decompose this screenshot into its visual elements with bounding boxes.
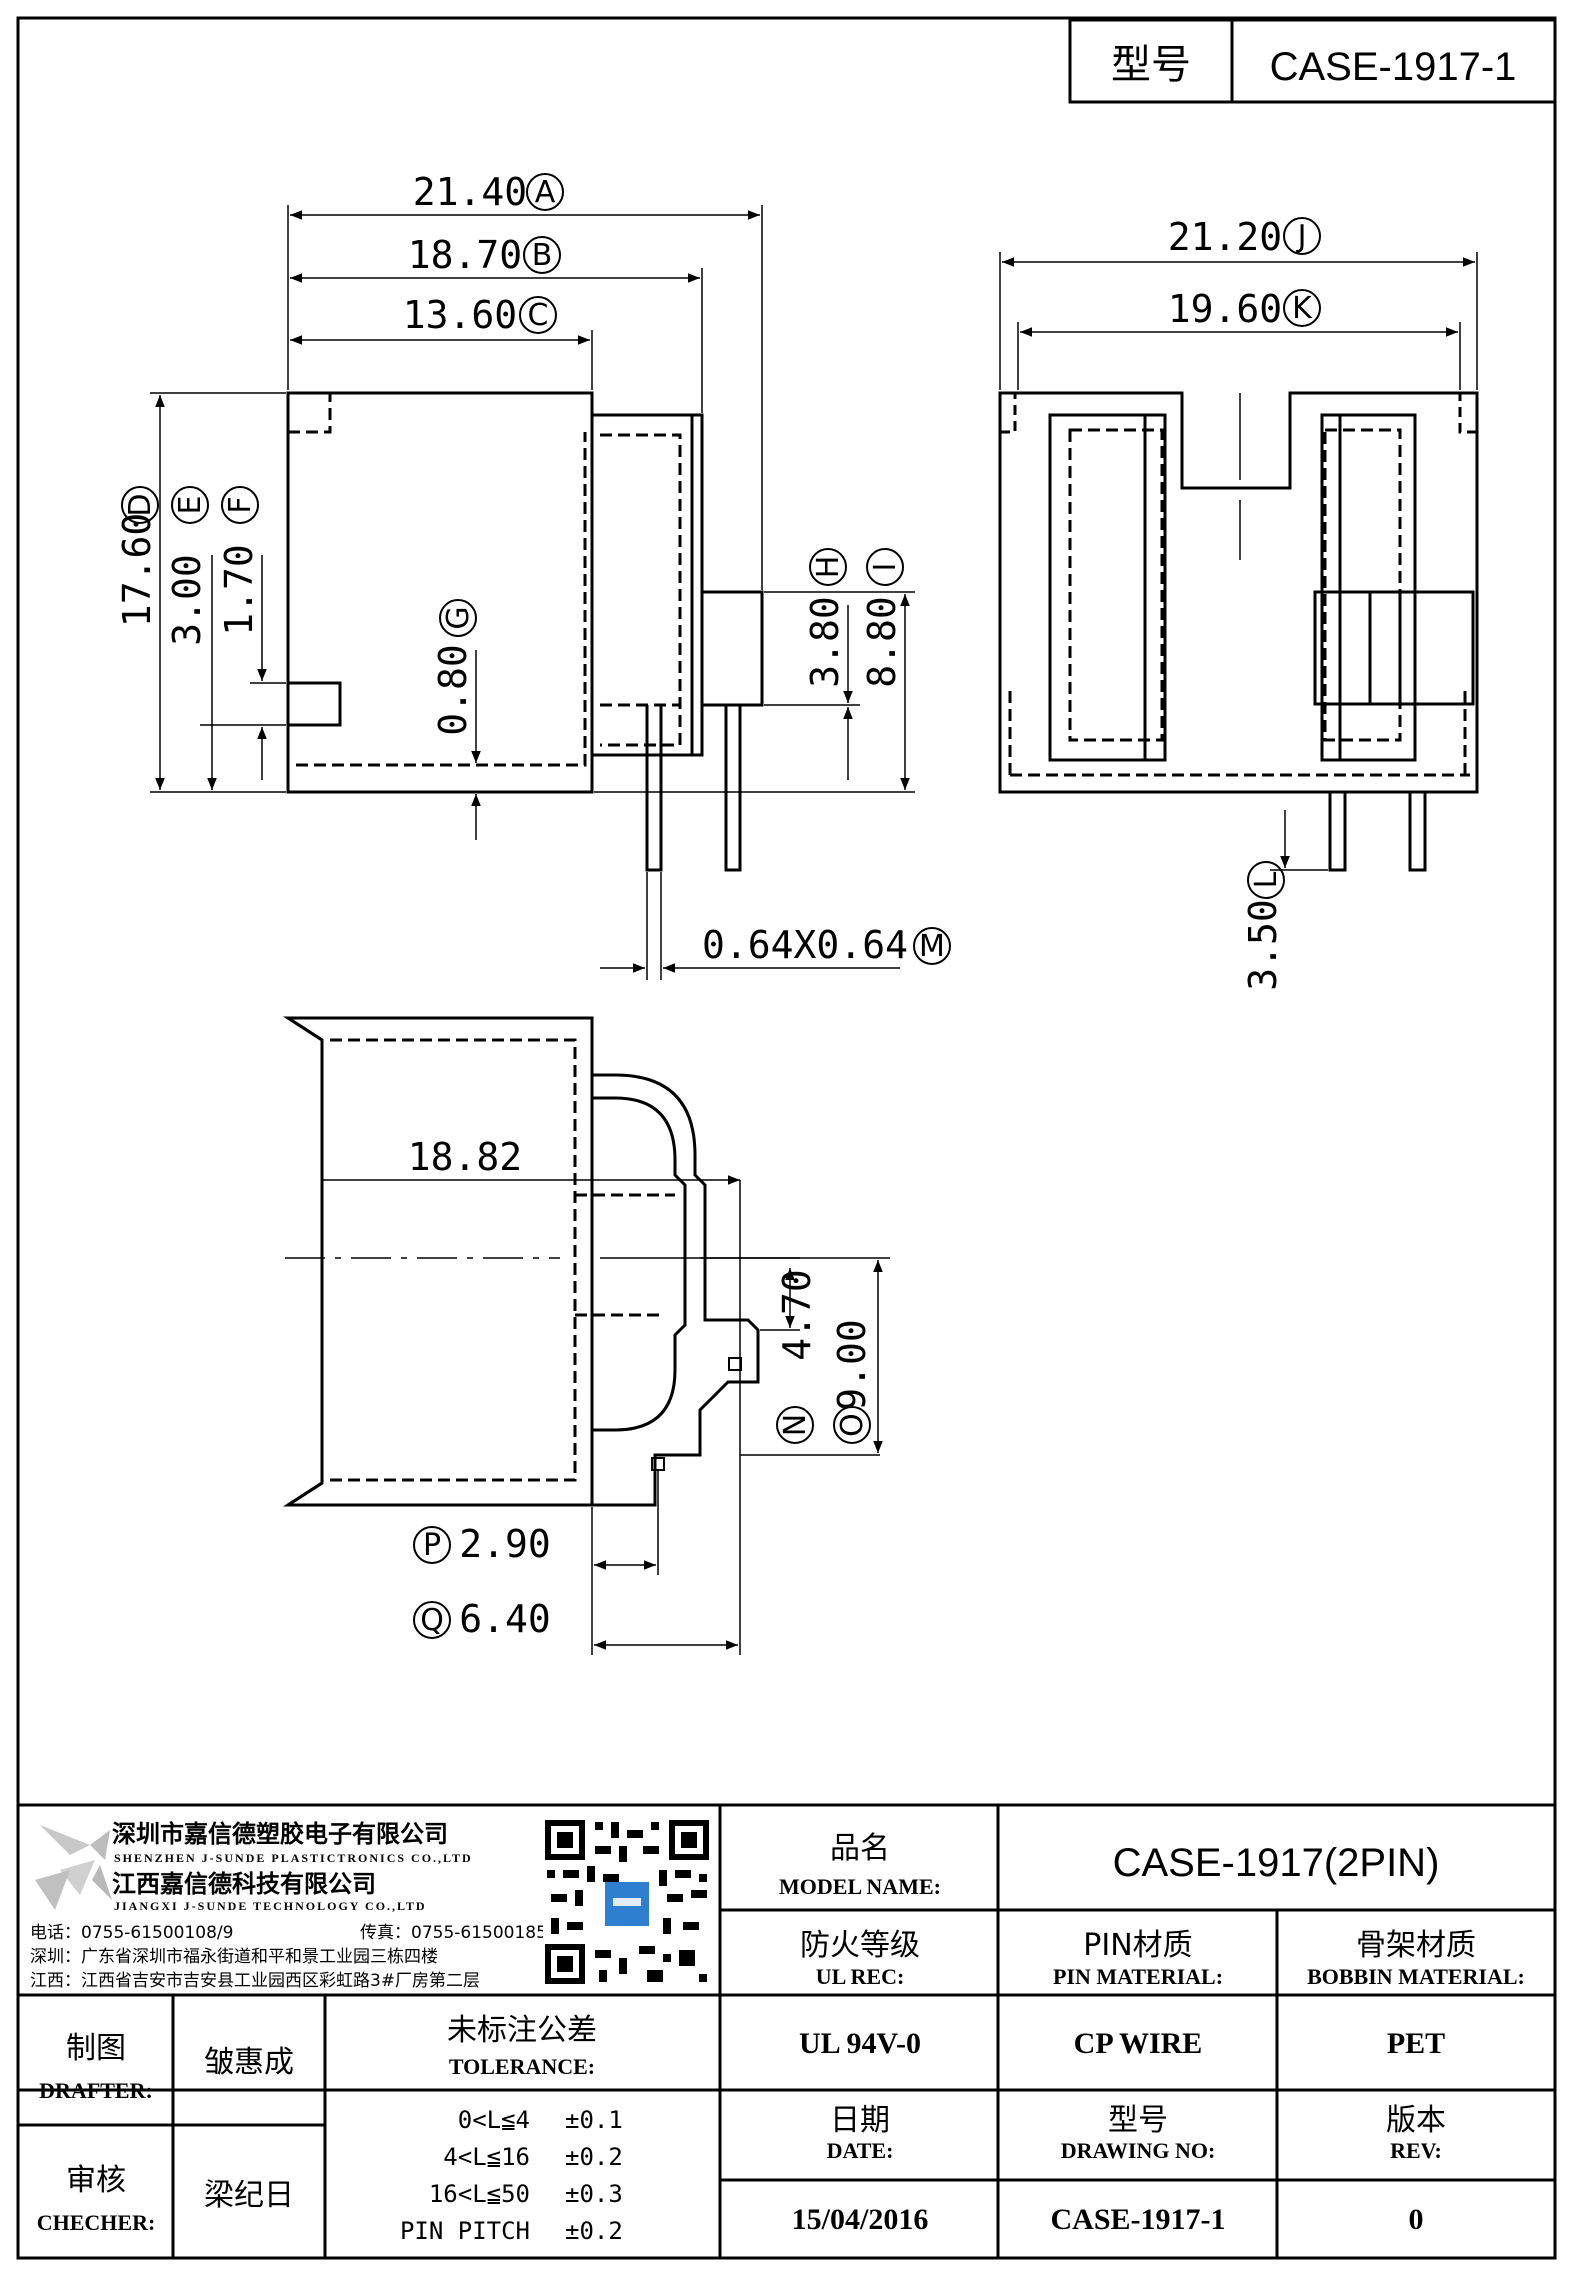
checker-zh: 审核 (66, 2163, 126, 2198)
tolerance-range: 4<L≦16 (443, 2143, 530, 2171)
date-zh: 日期 (830, 2103, 890, 2138)
side-view-labels: 21.20 J 19.60 K L 3.50 (1168, 215, 1321, 991)
dim-k-value: 19.60 (1168, 287, 1282, 331)
bobbin-zh: 骨架材质 (1356, 1928, 1476, 1963)
tolerance-range: PIN PITCH (400, 2217, 530, 2245)
drawing-zh: 型号 (1108, 2103, 1168, 2138)
front-view-dims (150, 205, 915, 980)
company-info: 深圳市嘉信德塑胶电子有限公司 SHENZHEN J-SUNDE PLASTICT… (30, 1820, 547, 1991)
ul-value: UL 94V-0 (799, 2027, 921, 2060)
tolerance-value: ±0.3 (565, 2180, 623, 2208)
pin-value: CP WIRE (1074, 2027, 1203, 2060)
pin-en: PIN MATERIAL: (1053, 1964, 1223, 1989)
dim-g-letter: G (441, 606, 476, 629)
tolerance-value: ±0.1 (565, 2106, 623, 2134)
tolerance-value: ±0.2 (565, 2217, 623, 2245)
dim-f-letter: F (223, 496, 258, 513)
company-tel: 电话：0755-61500108/9 (30, 1923, 233, 1943)
dim-p-value: 2.90 (459, 1522, 551, 1566)
pin-zh: PIN材质 (1083, 1928, 1192, 1963)
dim-f-value: 1.70 (217, 544, 261, 636)
model-name-zh: 品名 (830, 1831, 890, 1866)
dim-d-letter: D (123, 493, 158, 516)
front-view-labels: 21.40 A 18.70 B 13.60 C D E F 17.60 3.00… (115, 170, 951, 967)
qr-code (543, 1818, 711, 1986)
dim-k-letter: K (1292, 291, 1313, 326)
dim-j-letter: J (1296, 219, 1307, 254)
checker-en: CHECHER: (37, 2210, 156, 2235)
company-name-jx-en: JIANGXI J-SUNDE TECHNOLOGY CO.,LTD (114, 1899, 427, 1913)
dim-m-value: 0.64X0.64 (702, 923, 908, 967)
drafter-en: DRAFTER: (39, 2078, 153, 2103)
company-fax: 传真：0755-61500185 (360, 1923, 547, 1943)
side-view (998, 391, 1479, 872)
dim-q-letter: Q (420, 1603, 444, 1638)
dim-o-value: 9.00 (830, 1319, 874, 1411)
bobbin-value: PET (1387, 2027, 1445, 2060)
sheet-border (16, 16, 1557, 2260)
dim-n-letter: N (778, 1414, 813, 1436)
company-addr-sz: 深圳：广东省深圳市福永街道和平和景工业园三栋四楼 (30, 1947, 438, 1967)
header-model: CASE-1917-1 (1270, 45, 1517, 89)
tolerance-range: 16<L≦50 (429, 2180, 530, 2208)
checker-value: 梁纪日 (204, 2178, 294, 2213)
company-name-sz-en: SHENZHEN J-SUNDE PLASTICTRONICS CO.,LTD (114, 1851, 473, 1865)
dim-o-letter: O (835, 1413, 870, 1437)
dim-a-letter: A (535, 175, 556, 210)
drawing-en: DRAWING NO: (1061, 2138, 1216, 2163)
drawing-value: CASE-1917-1 (1050, 2203, 1225, 2236)
dim-unlabeled-value: 18.82 (408, 1135, 522, 1179)
ul-zh: 防火等级 (800, 1928, 920, 1963)
dim-i-value: 8.80 (860, 596, 904, 688)
dim-l-letter: L (1249, 871, 1284, 888)
bobbin-en: BOBBIN MATERIAL: (1307, 1964, 1525, 1989)
dim-p-letter: P (423, 1528, 441, 1563)
dim-g-value: 0.80 (431, 644, 475, 736)
header-box: 型号 CASE-1917-1 (1068, 18, 1557, 104)
dim-b-value: 18.70 (408, 233, 522, 277)
model-name-value: CASE-1917(2PIN) (1113, 1841, 1440, 1885)
top-view-labels: 18.82 4.70 9.00 N O P 2.90 Q 6.40 (408, 1135, 874, 1641)
side-view-dims (999, 252, 1478, 871)
tolerance-en: TOLERANCE: (449, 2054, 595, 2079)
top-view-dims (322, 1175, 890, 1655)
top-view (282, 1016, 760, 1507)
company-name-sz: 深圳市嘉信德塑胶电子有限公司 (112, 1820, 448, 1848)
drafter-value: 皱惠成 (204, 2045, 294, 2080)
dim-i-letter: I (868, 563, 903, 572)
company-name-jx: 江西嘉信德科技有限公司 (112, 1870, 376, 1898)
dim-n-value: 4.70 (775, 1269, 819, 1361)
rev-en: REV: (1390, 2138, 1442, 2163)
dim-j-value: 21.20 (1168, 215, 1282, 259)
front-view (286, 391, 764, 872)
tolerance-zh: 未标注公差 (447, 2013, 597, 2048)
dim-a-value: 21.40 (413, 170, 527, 214)
dim-d-value: 17.60 (115, 513, 159, 627)
tolerance-range: 0<L≦4 (458, 2106, 530, 2134)
model-name-en: MODEL NAME: (779, 1874, 941, 1899)
dim-h-letter: H (811, 556, 846, 579)
dim-c-value: 13.60 (403, 293, 517, 337)
company-logo (35, 1825, 112, 1910)
dim-e-letter: E (173, 496, 208, 515)
dim-m-letter: M (919, 929, 945, 964)
dim-b-letter: B (532, 238, 553, 273)
dim-q-value: 6.40 (459, 1597, 551, 1641)
tolerance-value: ±0.2 (565, 2143, 623, 2171)
title-block-grid (18, 1805, 1555, 2258)
rev-zh: 版本 (1386, 2103, 1446, 2138)
date-value: 15/04/2016 (792, 2203, 929, 2236)
dim-l-value: 3.50 (1241, 899, 1285, 991)
ul-en: UL REC: (816, 1964, 905, 1989)
header-label: 型号 (1111, 43, 1191, 87)
rev-value: 0 (1409, 2203, 1424, 2236)
date-en: DATE: (827, 2138, 894, 2163)
drafter-zh: 制图 (66, 2031, 126, 2066)
company-addr-jx: 江西：江西省吉安市吉安县工业园西区彩虹路3#厂房第二层 (30, 1971, 480, 1991)
dim-e-value: 3.00 (165, 554, 209, 646)
dim-h-value: 3.80 (803, 596, 847, 688)
title-block-text: 品名 MODEL NAME: CASE-1917(2PIN) 防火等级 UL R… (37, 1831, 1525, 2245)
dim-c-letter: C (528, 298, 549, 333)
